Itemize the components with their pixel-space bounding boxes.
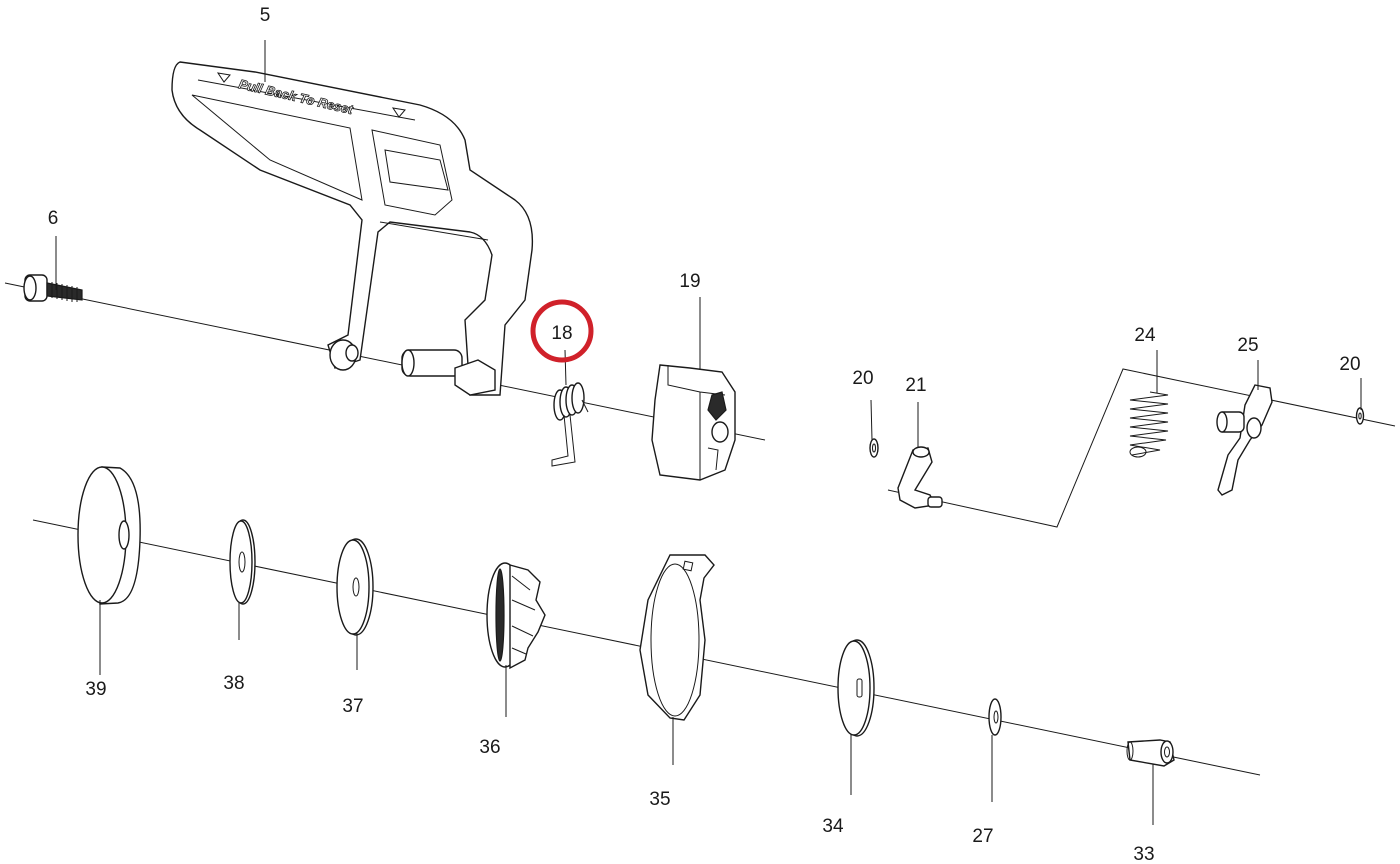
leader-18 xyxy=(564,349,567,386)
part-39-large-disc xyxy=(77,466,141,605)
highlight-circle-18 xyxy=(530,299,594,363)
callout-35: 35 xyxy=(649,789,670,810)
part-21-crank-arm xyxy=(897,446,943,509)
callout-6: 6 xyxy=(48,208,59,229)
part-19-drum-housing xyxy=(651,364,736,481)
part-5-reset-handle: Pull Back To Reset xyxy=(171,61,534,396)
part-25-latch xyxy=(1216,384,1273,496)
callout-38: 38 xyxy=(223,673,244,694)
leader-lines xyxy=(55,40,1362,825)
part-20-clip-left xyxy=(869,438,879,458)
part-24-compression-spring xyxy=(1129,391,1169,458)
callout-39: 39 xyxy=(85,679,106,700)
callout-27: 27 xyxy=(972,826,993,847)
callout-20b: 20 xyxy=(1339,354,1360,375)
part-34-slotted-disc xyxy=(837,639,875,737)
part-38-washer xyxy=(229,519,256,605)
part-37-washer xyxy=(336,538,374,636)
callout-33: 33 xyxy=(1133,844,1154,864)
callout-25: 25 xyxy=(1237,335,1258,356)
part-18-torsion-spring xyxy=(551,382,589,467)
callout-20a: 20 xyxy=(852,368,873,389)
callout-18: 18 xyxy=(551,323,572,344)
callout-labels: 5 6 18 19 20 21 24 25 20 39 38 37 36 35 … xyxy=(48,5,1361,864)
leader-20a xyxy=(870,399,873,441)
callout-24: 24 xyxy=(1134,325,1156,346)
part-6-screw xyxy=(23,274,83,302)
callout-19: 19 xyxy=(679,271,700,292)
part-36-ratchet-gear xyxy=(486,562,546,670)
callout-5: 5 xyxy=(260,5,271,26)
part-35-band-strap xyxy=(639,554,715,721)
callout-21: 21 xyxy=(905,375,926,396)
part-20-clip-right xyxy=(1355,407,1365,425)
part-27-small-washer xyxy=(988,698,1002,736)
part-33-spacer xyxy=(1126,739,1175,767)
upper-axis-line xyxy=(4,282,766,441)
callout-34: 34 xyxy=(822,816,844,837)
callout-37: 37 xyxy=(342,696,363,717)
callout-36: 36 xyxy=(479,737,500,758)
